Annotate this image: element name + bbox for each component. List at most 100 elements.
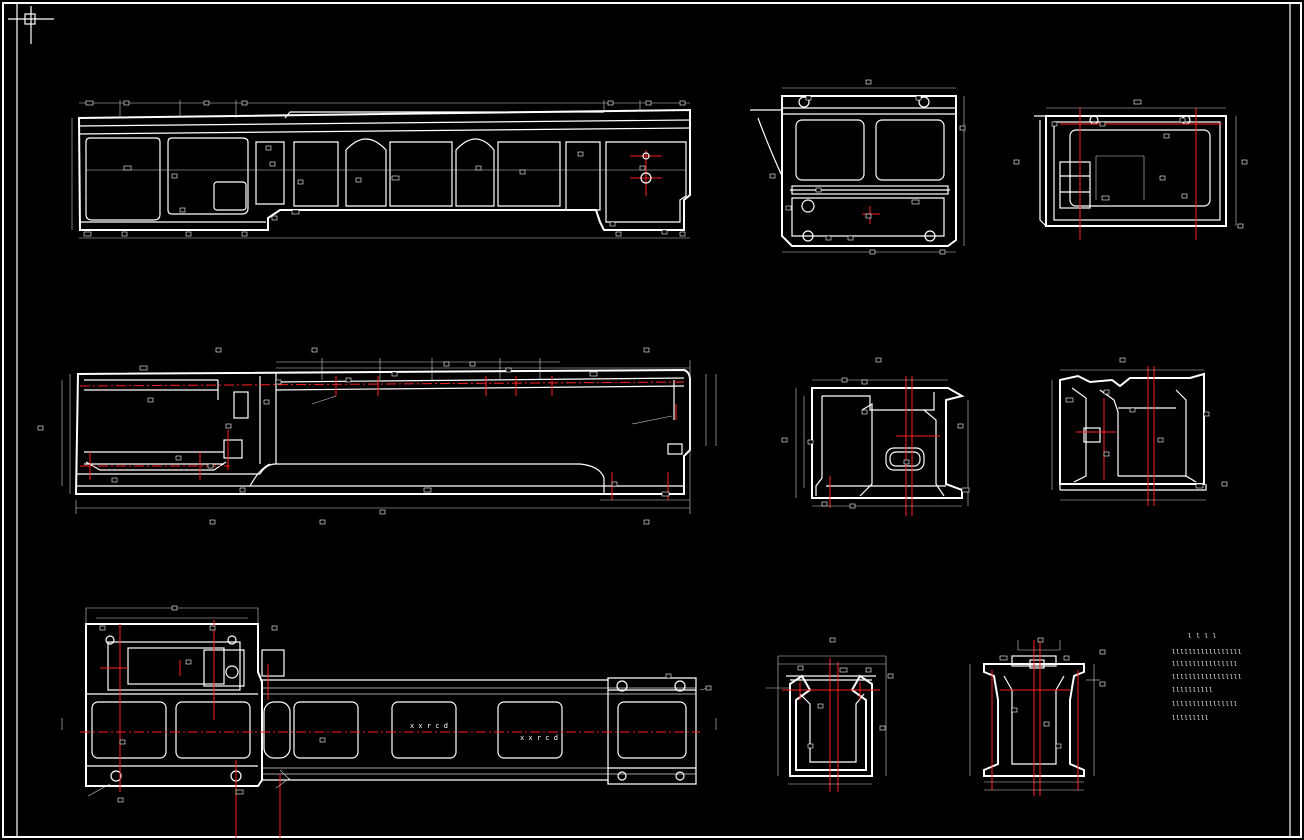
dimension-value-box [171,173,178,179]
dimension-value-box [679,100,686,106]
dimension-value-box [1099,121,1106,127]
dimension-value-box [1037,637,1044,643]
dimension-value-box [1157,437,1164,443]
dimension-value-box [769,173,776,179]
dimension-value-box [957,423,964,429]
dimension-value-box [861,409,868,415]
dimension-value-box [469,361,476,367]
dimension-value-box [241,231,248,237]
dimension-value-box [915,95,922,101]
dimension-value-box [319,519,326,525]
dimension-value-box [797,665,804,671]
side-end-view-upper [750,87,965,253]
dimension-value-box [705,685,712,691]
dimension-value-box [611,481,618,487]
dimension-value-box [1119,357,1126,363]
dimension-value-box [1103,389,1110,395]
section-view-bottom-left [766,655,887,792]
notes-line-6: lllllllll [1172,715,1209,722]
dimension-value-box [117,797,124,803]
dimension-value-box [1221,481,1228,487]
dimension-value-box [607,100,614,106]
dimension-value-box [1013,159,1020,165]
dimension-value-box [879,725,886,731]
dimension-value-box [505,367,512,373]
notes-line-1: lllllllllllllllll [1172,649,1242,656]
dimension-value-box [83,231,92,237]
dimension-value-box [1163,133,1170,139]
dimension-value-box [1065,397,1074,403]
dimension-value-box [821,501,828,507]
dimension-value-box [209,519,216,525]
dimension-value-box [297,179,304,185]
dimension-value-box [1103,451,1110,457]
dimension-value-box [99,625,106,631]
plan-view-bottom: x x r c d x x r c d [61,607,717,838]
section-view-middle-right [1051,366,1207,506]
dimension-value-box [817,703,824,709]
dimension-value-box [825,235,832,241]
dimension-value-box [147,397,154,403]
dimension-value-box [839,667,848,673]
dimension-value-box [911,199,920,205]
dimension-value-box [423,487,432,493]
dimension-value-box [847,235,854,241]
dimension-value-box [1099,649,1106,655]
dimension-value-box [1051,121,1058,127]
dimension-value-box [275,379,282,385]
section-view-middle-left [795,376,969,516]
dimension-value-box [807,743,814,749]
dimension-value-box [577,151,584,157]
dimension-value-box [185,231,192,237]
technical-notes: l l l l lllllllllllllllll llllllllllllll… [1172,633,1242,722]
dimension-value-box [865,79,872,85]
dimension-value-box [1181,193,1188,199]
dimension-value-box [209,625,216,631]
dimension-value-box [887,673,894,679]
dimension-value-box [123,100,130,106]
dimension-value-box [311,347,318,353]
dimension-value-box [665,673,672,679]
dimension-value-box [959,125,966,131]
top-elevation-view [71,100,691,239]
plan-label-2: x x r c d [520,734,558,742]
dimension-value-box [1043,721,1050,727]
dimension-value-box [781,437,788,443]
dimension-value-box [643,347,650,353]
dimension-value-box [1055,743,1062,749]
dimension-value-box [869,249,876,255]
dimension-value-box [1179,117,1186,123]
dimension-value-box [203,100,210,106]
dimension-value-box [961,487,970,493]
notes-line-5: llllllllllllllll [1172,701,1238,708]
dimension-value-box [171,605,178,611]
dimension-value-box [391,175,400,181]
dimension-value-box [345,377,352,383]
side-end-view-right-upper [1034,107,1237,240]
dimension-value-boxes [37,79,1248,803]
dimension-value-box [175,455,182,461]
dimension-value-box [1237,223,1244,229]
dimension-value-box [1101,195,1110,201]
dimension-value-box [391,371,398,377]
dimension-value-box [639,165,646,171]
dimension-value-box [1011,707,1018,713]
dimension-value-box [609,221,616,227]
section-view-bottom-right [969,640,1100,796]
ucs-crosshair-icon[interactable] [8,6,54,44]
dimension-value-box [1159,175,1166,181]
dimension-value-box [519,169,526,175]
dimension-value-box [207,463,214,469]
dimension-value-box [215,347,222,353]
dimension-value-box [263,399,270,405]
dimension-value-box [615,231,622,237]
dimension-value-box [443,361,450,367]
dimension-value-box [265,145,272,151]
dimension-value-box [235,789,244,795]
notes-line-3: lllllllllllllllll [1172,674,1242,681]
dimension-value-box [829,637,836,643]
dimension-value-box [85,100,94,106]
dimension-value-box [841,377,848,383]
